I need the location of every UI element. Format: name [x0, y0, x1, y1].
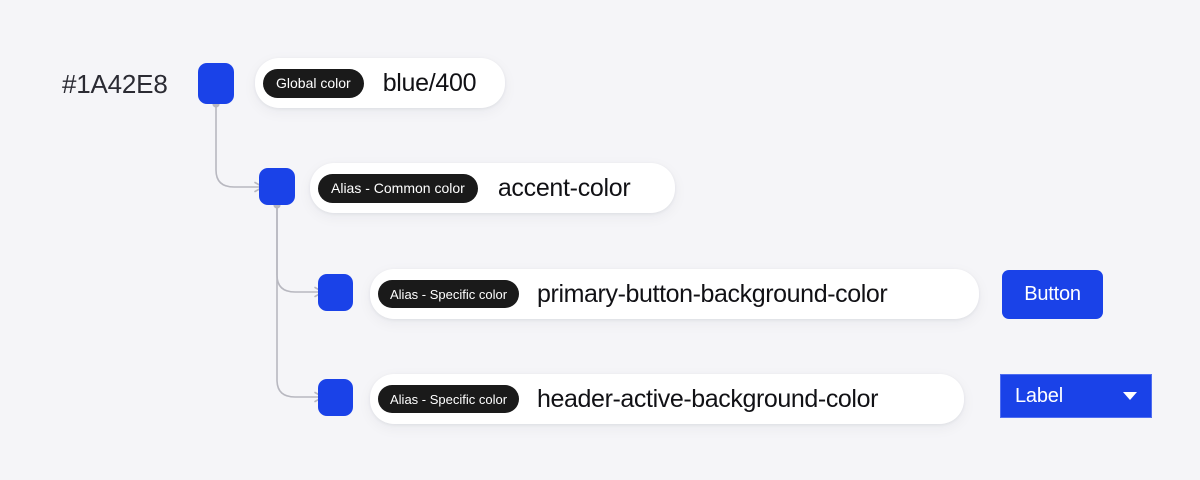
color-swatch-alias-header-active[interactable]: [318, 379, 353, 416]
token-type-tag: Alias - Specific color: [378, 385, 520, 413]
hex-value-label: #1A42E8: [62, 69, 168, 99]
preview-select-label: Label: [1015, 384, 1063, 407]
preview-button-label: Button: [1024, 283, 1081, 305]
token-name-label: accent-color: [497, 173, 631, 202]
token-row-alias-primary-button[interactable]: Alias - Specific color primary-button-ba…: [370, 269, 979, 319]
color-swatch-alias-primary-button[interactable]: [318, 274, 353, 311]
token-type-tag: Global color: [263, 68, 364, 98]
token-name-label: primary-button-background-color: [537, 279, 888, 308]
preview-primary-button[interactable]: Button: [1002, 270, 1103, 319]
token-row-alias-common[interactable]: Alias - Common color accent-color: [310, 163, 675, 213]
color-swatch-global[interactable]: [198, 63, 234, 104]
token-type-tag: Alias - Common color: [318, 173, 478, 203]
token-type-tag: Alias - Specific color: [378, 280, 520, 308]
preview-header-select[interactable]: Label: [1000, 374, 1152, 418]
token-name-label: blue/400: [382, 68, 477, 97]
color-swatch-alias-common[interactable]: [259, 168, 295, 205]
token-name-label: header-active-background-color: [537, 384, 879, 413]
chevron-down-icon: [1123, 392, 1137, 400]
token-row-alias-header-active[interactable]: Alias - Specific color header-active-bac…: [370, 374, 964, 424]
token-row-global[interactable]: Global color blue/400: [255, 58, 505, 108]
